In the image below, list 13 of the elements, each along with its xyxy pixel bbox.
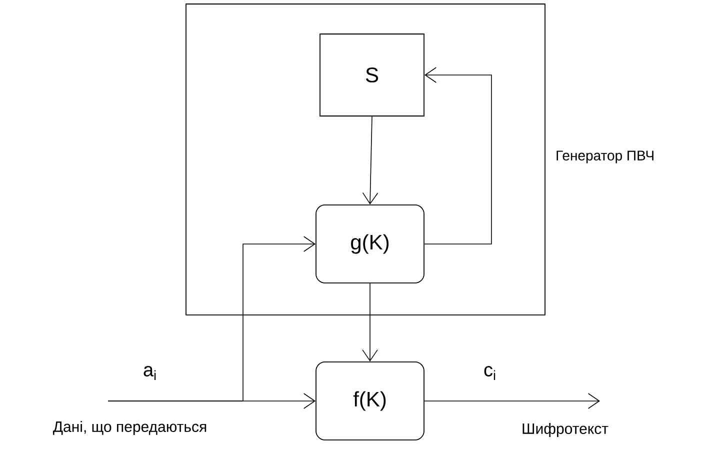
arrow xyxy=(108,236,316,402)
process-box: S xyxy=(320,34,424,116)
signal-label: Шифротекст xyxy=(522,423,608,437)
arrow xyxy=(362,116,378,205)
arrow xyxy=(424,67,492,244)
process-box: g(K) xyxy=(316,204,424,284)
node-label: Генератор ПВЧ xyxy=(556,150,654,164)
process-box: f(K) xyxy=(316,362,424,440)
signal-label: Дані, що передаються xyxy=(52,421,206,435)
arrow xyxy=(424,393,600,409)
edge-label: c$_{i}$ xyxy=(484,366,496,380)
arrow xyxy=(362,283,378,362)
edge-label: a$_{i}$ xyxy=(144,366,156,380)
